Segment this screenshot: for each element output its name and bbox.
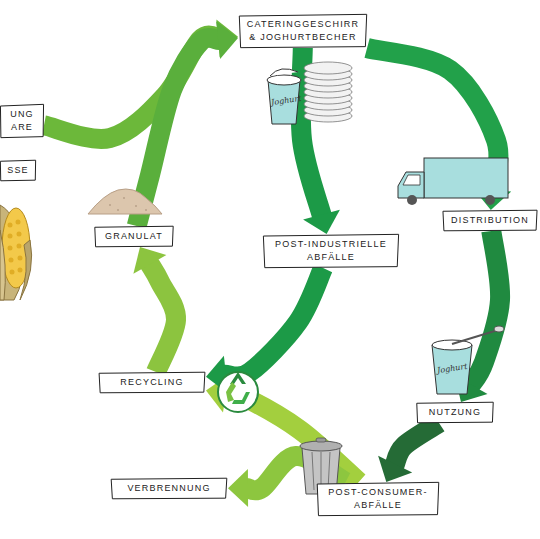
box-outline-shape (95, 226, 173, 247)
stage-label: CATERINGGESCHIRR & JOGHURTBECHER (244, 18, 362, 44)
box-outline-shape (417, 402, 493, 423)
label-box: CATERINGGESCHIRR & JOGHURTBECHER (238, 14, 368, 48)
corn-illustration (0, 205, 32, 300)
stage-label: POST-CONSUMER-ABFÄLLE (322, 486, 434, 512)
box-outline-shape (239, 14, 366, 47)
granulate-pile (88, 189, 162, 214)
label-box: RECYCLING (98, 372, 206, 393)
stage-label: DISTRIBUTION (448, 214, 532, 227)
stage-label: SSE (6, 164, 30, 177)
arrow-band (225, 268, 323, 377)
recycling-symbol (218, 372, 258, 412)
catering-illustration (267, 62, 352, 124)
box-outline-shape (99, 372, 205, 393)
box-outline-shape (0, 104, 43, 137)
stage-label: VERBRENNUNG (116, 482, 222, 495)
label-box: NUTZUNG (416, 402, 494, 423)
arrow-head (216, 21, 238, 59)
arrow-head (133, 247, 166, 274)
label-box: POST-CONSUMER-ABFÄLLE (316, 482, 440, 516)
label-box: POST-INDUSTRIELLE ABFÄLLE (262, 234, 400, 268)
label-box: GRANULAT (94, 226, 174, 247)
arrow-head (378, 456, 412, 482)
arrow-band (471, 231, 501, 386)
stage-label: NUTZUNG (422, 406, 488, 419)
truck-illustration (398, 158, 508, 205)
flow-arrow (133, 247, 176, 372)
flow-arrow (206, 268, 323, 394)
box-outline-shape (0, 160, 35, 181)
flow-arrow (367, 48, 511, 210)
flow-arrow (378, 423, 439, 482)
box-outline-shape (263, 234, 398, 267)
box-outline-shape (317, 482, 439, 515)
arrow-band (395, 423, 439, 465)
arrow-band (149, 264, 176, 373)
arrow-head (228, 469, 248, 507)
arrow-head (303, 210, 340, 234)
box-outline-shape (443, 210, 537, 231)
stage-label: POST-INDUSTRIELLE ABFÄLLE (268, 238, 394, 264)
label-box: VERBRENNUNG (110, 478, 228, 499)
label-box: UNG ARE (0, 104, 44, 138)
stage-label: UNG ARE (6, 108, 38, 134)
yogurt-cup (432, 326, 504, 394)
stage-label: RECYCLING (104, 376, 200, 389)
label-box: SSE (0, 160, 36, 181)
label-box: DISTRIBUTION (442, 210, 538, 231)
flow-arrow (137, 21, 238, 226)
arrow-band (137, 38, 219, 226)
stage-label: GRANULAT (100, 230, 168, 243)
box-outline-shape (111, 478, 227, 499)
